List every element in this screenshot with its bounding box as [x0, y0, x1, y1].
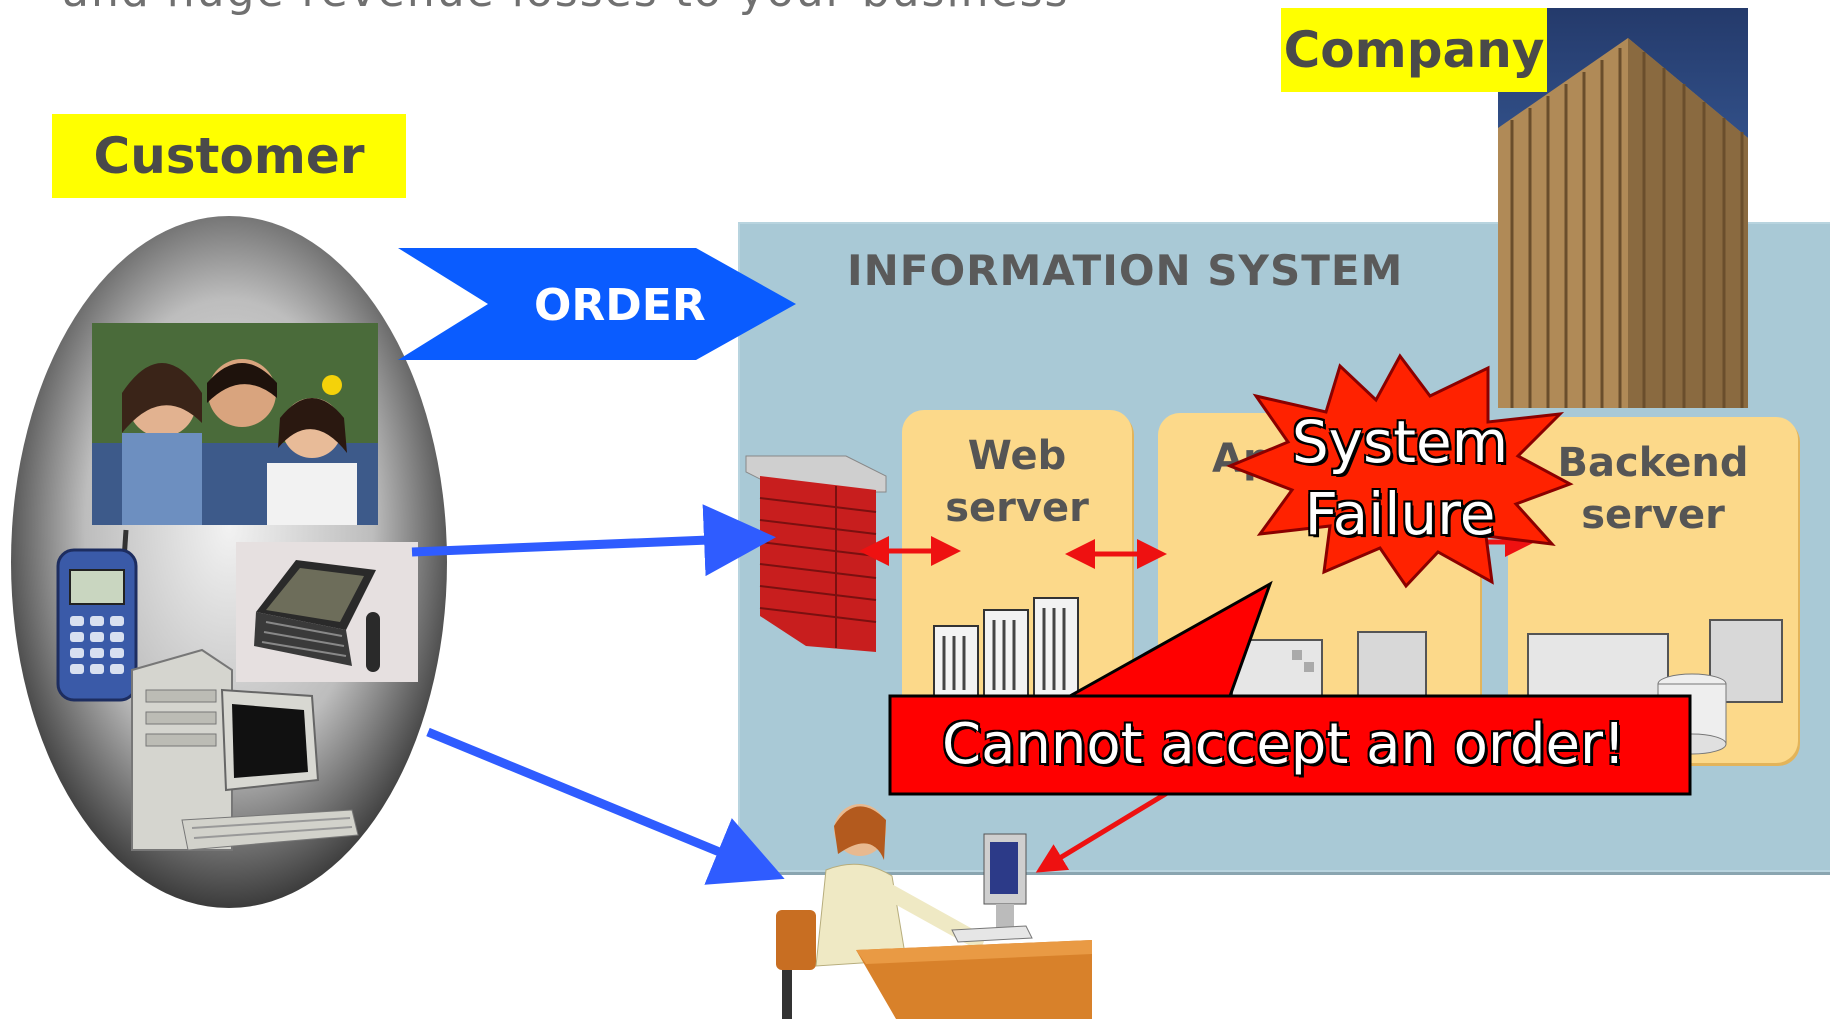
- company-building-photo: [1498, 8, 1748, 408]
- web-server-label-line1: Web: [967, 433, 1067, 479]
- order-label: ORDER: [534, 280, 706, 331]
- handheld-pc-icon: [236, 542, 418, 682]
- mobile-phone-icon: [56, 529, 138, 702]
- desktop-computer-icon: [131, 648, 359, 851]
- alert-to-operator-arrow: [1035, 787, 1174, 873]
- backend-server-label-line1: Backend: [1557, 440, 1749, 486]
- system-failure-label: System Failure: [1280, 406, 1520, 550]
- order-arrow: [398, 248, 796, 360]
- family-photo: [92, 323, 378, 525]
- company-label: Company: [1281, 8, 1547, 92]
- web-server-rack-icon: [933, 597, 1079, 701]
- system-failure-line1: System: [1291, 408, 1509, 476]
- customer-to-operator-arrow: [426, 727, 785, 885]
- customer-label: Customer: [52, 114, 406, 198]
- backend-server-label-line2: server: [1581, 492, 1725, 538]
- backend-server-rack-icon: [1527, 619, 1783, 755]
- cannot-accept-callout: [888, 580, 1692, 796]
- customer-to-firewall-arrow: [411, 504, 776, 577]
- system-failure-line2: Failure: [1304, 480, 1496, 548]
- firewall-icon: [745, 455, 887, 652]
- cannot-accept-label: Cannot accept an order!: [942, 712, 1626, 777]
- operator-at-desk-illustration: [776, 804, 1092, 1019]
- web-server-label-line2: server: [945, 485, 1089, 531]
- system-failure-burst: [1225, 353, 1574, 589]
- headline: and huge revenue losses to your business: [62, 0, 1069, 17]
- information-system-title: INFORMATION SYSTEM: [847, 246, 1404, 295]
